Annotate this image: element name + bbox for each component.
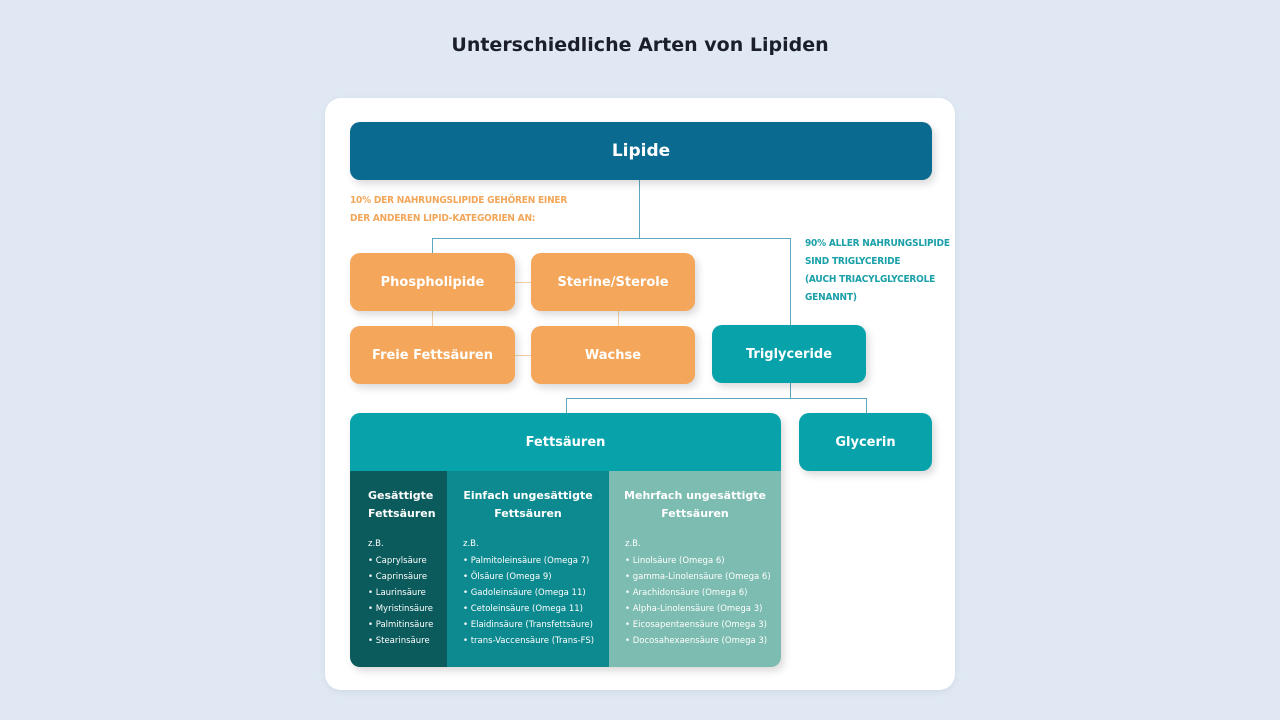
list-item: Stearinsäure [368,633,443,649]
zb-label: z.B. [463,539,479,549]
node-glycerin: Glycerin [799,413,932,471]
node-phospholipide: Phospholipide [350,253,515,311]
list-item: gamma-Linolensäure (Omega 6) [625,569,781,585]
column-title: Fettsäuren [368,507,436,520]
note-line: 90% ALLER NAHRUNGSLIPIDE [805,238,950,249]
node-triglyceride: Triglyceride [712,325,866,383]
fettsaeuren-header: Fettsäuren [350,413,781,471]
list-item: Caprylsäure [368,553,443,569]
connector [432,238,790,239]
list-item: Caprinsäure [368,569,443,585]
connector [566,398,866,399]
zb-label: z.B. [368,539,384,549]
note-line: GENANNT) [805,292,857,303]
list-item: Palmitoleinsäure (Omega 7) [463,553,609,569]
connector [515,355,531,356]
list-item: Myristinsäure [368,601,443,617]
node-lipide: Lipide [350,122,932,180]
list-item: Ölsäure (Omega 9) [463,569,609,585]
node-wachse: Wachse [531,326,695,384]
zb-label: z.B. [625,539,641,549]
list-item: Laurinsäure [368,585,443,601]
connector [432,311,433,326]
node-freie-fettsaeuren: Freie Fettsäuren [350,326,515,384]
column-title: Einfach ungesättigte [463,489,593,502]
list-item: Linolsäure (Omega 6) [625,553,781,569]
connector [639,180,640,238]
list-item: Arachidonsäure (Omega 6) [625,585,781,601]
list-item: Palmitinsäure [368,617,443,633]
note-line: (AUCH TRIACYLGLYCEROLE [805,274,936,285]
connector [566,398,567,413]
list-item: Gadoleinsäure (Omega 11) [463,585,609,601]
connector [515,282,531,283]
column-title: Mehrfach ungesättigte [624,489,766,502]
node-sterine: Sterine/Sterole [531,253,695,311]
list-item: Docosahexaensäure (Omega 3) [625,633,781,649]
page-title: Unterschiedliche Arten von Lipiden [451,34,829,56]
list-item: Eicosapentaensäure (Omega 3) [625,617,781,633]
column-title: Fettsäuren [661,507,729,520]
note-line: SIND TRIGLYCERIDE [805,256,901,267]
note-other-lipids: 10% DER NAHRUNGSLIPIDE GEHÖREN EINER DER… [350,192,567,228]
connector [790,238,791,325]
column-title: Fettsäuren [494,507,562,520]
list-item: Alpha-Linolensäure (Omega 3) [625,601,781,617]
connector [790,383,791,398]
column-title: Gesättigte [368,489,434,502]
note-line: 10% DER NAHRUNGSLIPIDE GEHÖREN EINER [350,195,568,206]
connector [618,311,619,326]
connector [432,238,433,253]
list-item: trans-Vaccensäure (Trans-FS) [463,633,609,649]
note-triglyceride: 90% ALLER NAHRUNGSLIPIDE SIND TRIGLYCERI… [805,235,950,307]
list-item: Elaidinsäure (Transfettsäure) [463,617,609,633]
note-line: DER ANDEREN LIPID-KATEGORIEN AN: [350,213,536,224]
list-item: Cetoleinsäure (Omega 11) [463,601,609,617]
connector [866,398,867,413]
